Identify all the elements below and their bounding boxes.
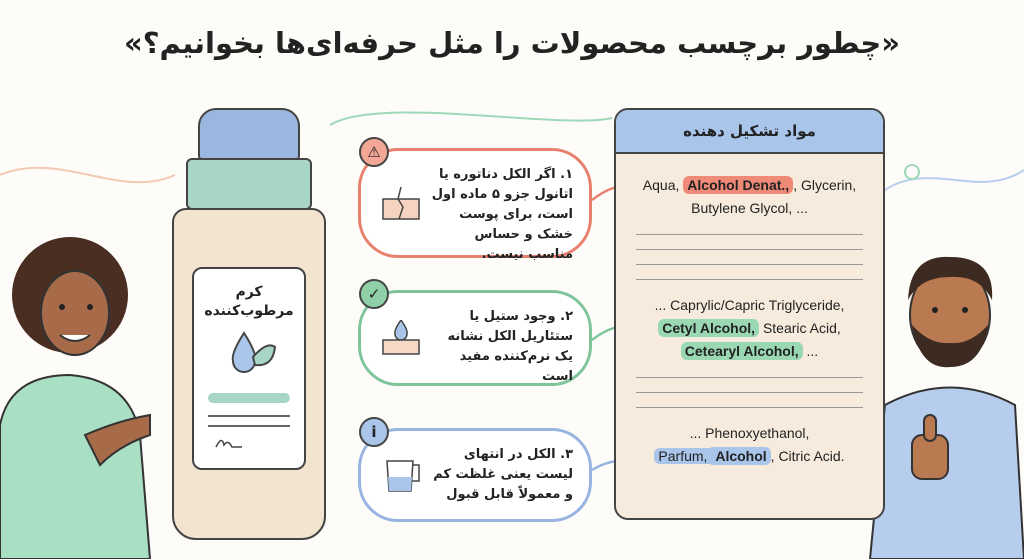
tube-collar xyxy=(186,158,312,210)
ingredient-text: Butylene Glycol, ... xyxy=(691,200,808,216)
ingredients-header: مواد تشکیل دهنده xyxy=(616,110,883,154)
label-line-2: مرطوب‌کننده xyxy=(204,303,294,319)
signature-icon xyxy=(215,439,242,448)
placeholder-lines xyxy=(636,377,863,408)
highlight-cetearyl-alcohol: Cetearyl Alcohol, xyxy=(680,342,803,360)
label-line-1: کرم xyxy=(235,284,263,300)
info-icon: i xyxy=(359,417,389,447)
ingredient-text: ... xyxy=(802,343,819,359)
ingredient-text: Parfum, xyxy=(654,448,712,464)
ingredients-block-3: ... Phenoxyethanol, Parfum, Alcohol, Cit… xyxy=(616,422,883,468)
ingredient-text: , Glycerin, xyxy=(793,177,857,193)
ingredients-panel: مواد تشکیل دهنده Aqua, Alcohol Denat.,, … xyxy=(614,108,885,520)
hydrated-skin-icon xyxy=(382,320,420,355)
ingredients-block-2: ... Caprylic/Capric Triglyceride, Cetyl … xyxy=(616,294,883,363)
highlight-alcohol-denat: Alcohol Denat., xyxy=(683,176,794,194)
man-illustration xyxy=(868,256,1024,559)
check-icon: ✓ xyxy=(359,279,389,309)
woman-illustration xyxy=(0,237,152,559)
tip-card-2: ✓ ۲. وجود ستیل یا ستئاریل الکل نشانه یک … xyxy=(358,279,592,386)
page-title: «چطور برچسب محصولات را مثل حرفه‌ای‌ها بخ… xyxy=(123,26,900,60)
tip-text-2: ۲. وجود ستیل یا ستئاریل الکل نشانه یک نر… xyxy=(447,309,573,384)
drop-leaf-icon xyxy=(231,331,277,373)
cracked-skin-icon xyxy=(382,186,420,220)
ingredient-text: Stearic Acid, xyxy=(759,320,841,336)
product-label: کرم مرطوب‌کننده xyxy=(192,267,306,470)
tip-card-1: ⚠ ۱. اگر الکل دناتوره یا اتانول جزو ۵ ما… xyxy=(358,137,592,262)
measuring-cup-icon xyxy=(386,460,420,492)
placeholder-lines xyxy=(636,234,863,280)
ingredient-text: Aqua, xyxy=(642,177,684,193)
ingredient-text: , Citric Acid. xyxy=(770,448,845,464)
ingredients-block-1: Aqua, Alcohol Denat.,, Glycerin, Butylen… xyxy=(616,174,883,220)
highlight-alcohol: Alcohol xyxy=(711,447,771,465)
ingredient-text: ... Caprylic/Capric Triglyceride, xyxy=(654,297,845,313)
tip-text-1: ۱. اگر الکل دناتوره یا اتانول جزو ۵ ماده… xyxy=(431,167,573,262)
tube-pump-cap xyxy=(198,108,300,160)
tip-card-3: i ۳. الکل در انتهای لیست یعنی غلظت کم و … xyxy=(358,417,592,522)
label-bar xyxy=(208,393,290,403)
warning-icon: ⚠ xyxy=(359,137,389,167)
tip-text-3: ۳. الکل در انتهای لیست یعنی غلظت کم و مع… xyxy=(433,447,573,502)
highlight-cetyl-alcohol: Cetyl Alcohol, xyxy=(658,319,760,337)
ingredient-text: ... Phenoxyethanol, xyxy=(689,425,810,441)
